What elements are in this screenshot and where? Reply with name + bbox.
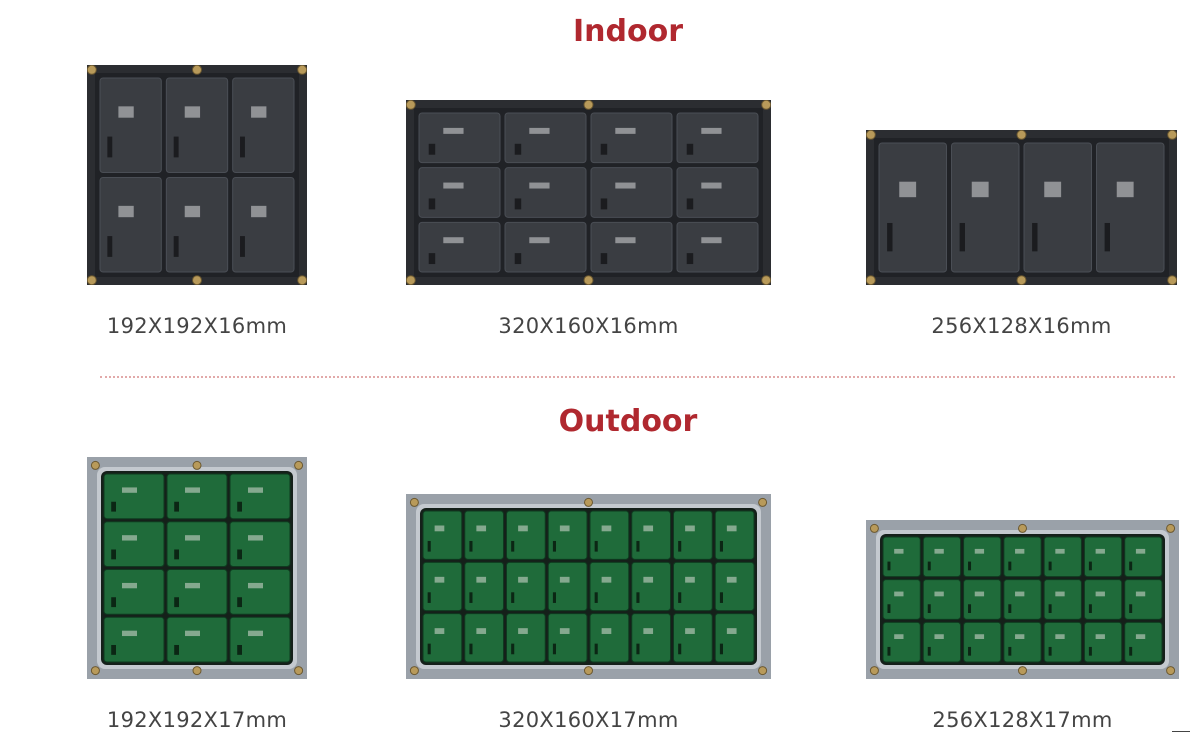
outdoor-module-256-image (866, 520, 1179, 679)
indoor-module-192-image (87, 65, 307, 285)
outdoor-heading: Outdoor (558, 404, 698, 439)
section-divider (100, 376, 1175, 378)
indoor-module-192-label: 192X192X16mm (106, 314, 288, 338)
corner-mark (1172, 731, 1190, 732)
outdoor-module-192-label: 192X192X17mm (106, 708, 288, 732)
indoor-module-320-label: 320X160X16mm (498, 314, 679, 338)
indoor-module-320-image (406, 100, 771, 285)
indoor-module-256-image (866, 130, 1177, 285)
indoor-heading: Indoor (572, 14, 683, 49)
outdoor-module-192-image (87, 457, 307, 679)
outdoor-module-256-label: 256X128X17mm (932, 708, 1113, 732)
indoor-module-256-label: 256X128X16mm (931, 314, 1112, 338)
outdoor-module-320-image (406, 494, 771, 679)
outdoor-module-320-label: 320X160X17mm (498, 708, 679, 732)
